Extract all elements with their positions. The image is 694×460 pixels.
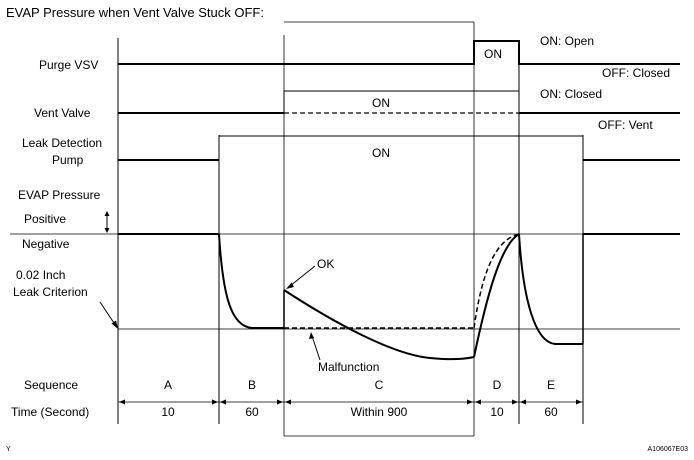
corner-mark: Y xyxy=(6,446,11,453)
vent-valve-trace: Vent Valve ON ON: Closed OFF: Vent xyxy=(34,87,680,132)
malfunction-label: Malfunction xyxy=(318,360,379,374)
time-a: 10 xyxy=(161,405,175,419)
negative-label: Negative xyxy=(22,237,70,251)
vent-valve-label: Vent Valve xyxy=(34,106,91,120)
leak-pump-label-1: Leak Detection xyxy=(22,136,102,150)
leak-pump-trace: Leak Detection Pump ON xyxy=(22,135,680,167)
time-e: 60 xyxy=(544,405,558,419)
vent-on-label: ON xyxy=(372,96,390,110)
sequence-table: Sequence Time (Second) A B C D E 10 60 W… xyxy=(11,378,583,419)
time-label: Time (Second) xyxy=(11,405,89,419)
arrow-down-icon xyxy=(104,228,110,233)
ok-label: OK xyxy=(317,257,334,271)
interval-arrows xyxy=(119,399,582,405)
criterion-label-1: 0.02 Inch xyxy=(16,268,65,282)
sequence-c: C xyxy=(375,378,384,392)
malfunction-arrow-icon xyxy=(309,332,314,339)
pump-on-label: ON xyxy=(372,146,390,160)
sequence-d: D xyxy=(493,378,502,392)
figure-id: A106067E03 xyxy=(648,446,689,453)
purge-on-label: ON xyxy=(484,47,502,61)
purge-off-meaning: OFF: Closed xyxy=(602,66,670,80)
purge-on-meaning: ON: Open xyxy=(540,34,594,48)
diagram-title: EVAP Pressure when Vent Valve Stuck OFF: xyxy=(6,5,264,20)
time-c: Within 900 xyxy=(351,405,408,419)
sequence-b: B xyxy=(248,378,256,392)
vent-on-meaning: ON: Closed xyxy=(540,87,602,101)
criterion-arrow-icon xyxy=(111,320,118,329)
purge-vsv-trace: Purge VSV ON ON: Open OFF: Closed xyxy=(39,34,680,80)
ok-arrow-icon xyxy=(286,282,294,289)
time-d: 10 xyxy=(490,405,504,419)
time-b: 60 xyxy=(245,405,259,419)
evap-pressure-trace: EVAP Pressure Positive Negative 0.02 Inc… xyxy=(10,188,680,374)
vent-off-meaning: OFF: Vent xyxy=(598,118,653,132)
sequence-e: E xyxy=(547,378,555,392)
criterion-label-2: Leak Criterion xyxy=(13,285,88,299)
sequence-a: A xyxy=(164,378,172,392)
purge-vsv-label: Purge VSV xyxy=(39,58,98,72)
sequence-label: Sequence xyxy=(24,378,78,392)
evap-pressure-label: EVAP Pressure xyxy=(18,188,101,202)
arrow-up-icon xyxy=(104,211,110,216)
positive-label: Positive xyxy=(24,212,66,226)
leak-pump-label-2: Pump xyxy=(52,153,84,167)
